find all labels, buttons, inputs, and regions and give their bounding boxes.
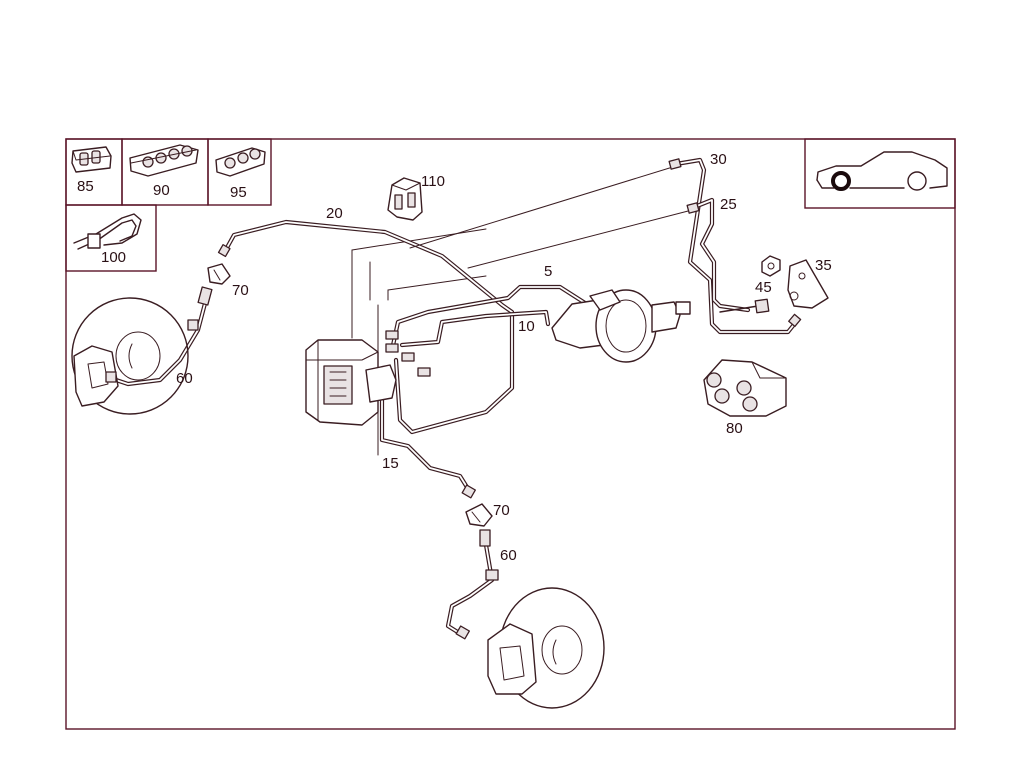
cable-tie-100-icon [73,213,142,250]
leader-30 [409,165,677,249]
part-label-15: 15 [382,455,399,472]
part-label-60-bottom: 60 [500,547,517,564]
part-label-30: 30 [710,151,727,168]
part-label-60-left: 60 [176,370,193,387]
part-label-20: 20 [326,205,343,222]
holder-80-icon [703,359,787,417]
hose-fitting-60-bottom [479,529,499,581]
part-label-110: 110 [421,173,445,190]
part-label-90: 90 [153,182,170,199]
hose-fitting-60-left [105,286,213,383]
leader-25 [467,209,693,269]
clamp-110-icon [387,177,423,221]
part-label-80: 80 [726,420,743,437]
parts-legend: 85 90 95 100 [65,138,272,272]
part-label-25: 25 [720,196,737,213]
clip-95-icon [215,147,266,177]
diagram-frame [65,138,956,730]
part-label-45: 45 [755,279,772,296]
part-label-95: 95 [230,184,247,201]
part-label-10: 10 [518,318,535,335]
bracket-35-icon [787,259,829,309]
bracket-70-bottom-icon [465,503,493,527]
hydraulic-unit [305,339,397,426]
pipe-fittings [217,158,802,640]
brake-pipes [107,157,799,639]
part-labels: 5 10 15 20 25 30 35 45 60 60 70 70 80 11… [176,151,832,564]
part-label-70-bottom: 70 [493,502,510,519]
vehicle-locator [804,138,956,209]
car-locator-icon [816,151,948,191]
brake-disc-left [71,297,189,415]
part-label-5: 5 [544,263,552,280]
bracket-70-left-icon [207,263,231,285]
brake-booster [551,289,691,363]
bolt-45-icon [719,298,770,314]
part-label-85: 85 [77,178,94,195]
clip-85-icon [71,146,112,173]
nut-45-icon [761,255,781,277]
part-label-35: 35 [815,257,832,274]
part-label-100: 100 [101,249,126,266]
brake-disc-bottom [487,587,605,709]
part-label-70-left: 70 [232,282,249,299]
clip-90-icon [129,144,199,177]
